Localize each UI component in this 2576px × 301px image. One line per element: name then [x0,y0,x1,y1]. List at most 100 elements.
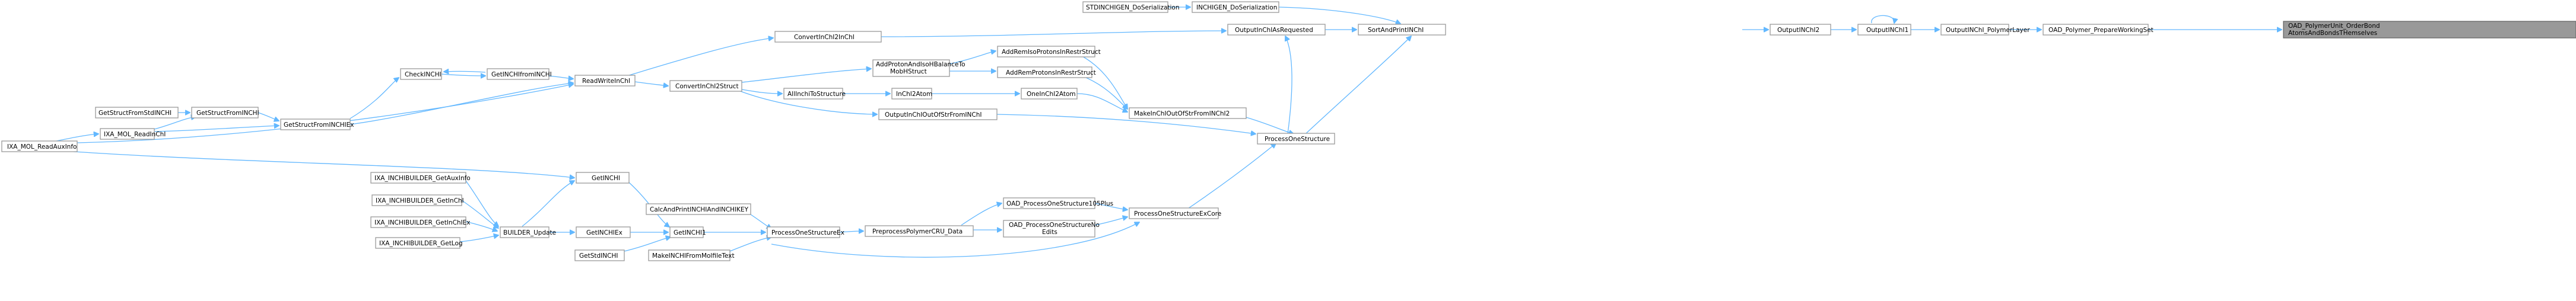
edge-processex-preprocess [839,231,863,232]
node-label: SortAndPrintINChI [1368,27,1424,34]
node-label: AddRemProtonsInRestrStruct [1006,69,1096,76]
node-label: InChI2Atom [896,91,932,98]
node-label: GetINCHIEx [586,229,622,236]
node-oad-processonestructure105plus[interactable]: OAD_ProcessOneStructure105Plus [1003,197,1113,209]
edge-processex-processexcore [771,222,1139,258]
node-convertinchi2inchi[interactable]: ConvertInChI2InChI [774,31,882,43]
node-label: IXA_MOL_ReadInChI [104,131,166,138]
node-addremprotonsinrestrstruct[interactable]: AddRemProtonsInRestrStruct [997,66,1096,78]
node-stdinchigen-doserialization[interactable]: STDINCHIGEN_DoSerialization [1082,1,1180,13]
edge-convertinchi2struct-allinchi [741,89,782,94]
edge-processone-asrequested [1285,36,1292,135]
node-oneinchi2atom[interactable]: OneInChI2Atom [1021,88,1078,100]
nodes: OAD_PolymerUnit_OrderBond AtomsAndBondsT… [1,1,2576,261]
node-ixa-inchibuilder-getinchiex[interactable]: IXA_INCHIBUILDER_GetInChIEx [370,216,471,228]
node-label-line1: AddProtonAndIsoHBalanceTo [876,61,965,68]
node-getinchiex[interactable]: GetINCHIEx [576,226,631,238]
node-ixa-inchibuilder-getinchi[interactable]: IXA_INCHIBUILDER_GetInChI [371,194,464,206]
edge-builder-getinchi [522,181,574,227]
node-label: STDINCHIGEN_DoSerialization [1086,4,1180,11]
node-getstructfromstdinchi[interactable]: GetStructFromStdINCHI [95,107,179,119]
node-processonestructure[interactable]: ProcessOneStructure [1257,133,1335,145]
node-label: BUILDER_Update [503,229,556,236]
node-oad-polymer-prepareworkingset[interactable]: OAD_Polymer_PrepareWorkingSet [2043,24,2153,36]
node-processonestructureexcore[interactable]: ProcessOneStructureExCore [1129,207,1221,219]
edge-getinchi-builder [461,200,498,228]
node-outputinchi2[interactable]: OutputINChI2 [1770,24,1831,36]
node-label: GetINCHI1 [674,229,706,236]
node-label-line1: OAD_ProcessOneStructureNo [1009,222,1100,229]
node-outputinchi-polymerlayer[interactable]: OutputINChI_PolymerLayer [1940,24,2030,36]
edge-getstructex-checkinchi [350,78,399,119]
node-label: ConvertInChI2InChI [794,34,855,41]
edge-readinchi-getstruct [154,117,196,130]
node-label: OneInChI2Atom [1027,91,1076,98]
node-makeinchifrommolfiletext[interactable]: MakeINCHIFromMolfileText [648,249,735,261]
edge-makefrommolfile-processex [729,237,771,252]
node-label: IXA_MOL_ReadAuxInfo [7,143,77,150]
edge-addremiso-makeinchiout [1073,52,1127,109]
node-oad-polymerunit-orderbondatoms[interactable]: OAD_PolymerUnit_OrderBond AtomsAndBondsT… [2283,21,2576,39]
node-label: ReadWriteInChI [582,78,630,85]
node-getstructfrominchi[interactable]: GetStructFromINCHI [191,107,259,119]
edge-getstructex-readwrite [350,83,573,125]
node-label: OutputInChIOutOfStrFromINChI [885,111,982,119]
edge-105plus-processexcore [1094,203,1127,210]
node-label: GetStructFromINCHIEx [284,121,354,129]
edge-addremprotons-makeinchiout [1073,72,1127,109]
node-getinchi[interactable]: GetINCHI [576,172,630,184]
node-label: MakeINCHIFromMolfileText [652,252,735,260]
node-calcandprintinchiandinchikey[interactable]: CalcAndPrintINCHIAndINCHIKEY [646,203,751,215]
node-label: ProcessOneStructureExCore [1134,210,1221,217]
node-ixa-inchibuilder-getauxinfo[interactable]: IXA_INCHIBUILDER_GetAuxInfo [370,172,471,184]
edge-noedits-processexcore [1094,217,1127,226]
edge-readinchi-getstructex [154,126,279,132]
node-label: ProcessOneStructure [1265,136,1330,143]
edge-readauxinfo-readwrite [77,84,573,143]
edge-convertinchi2struct-outputinchiout [735,89,877,114]
node-label-line2: Edits [1042,229,1057,236]
node-processonestructureex[interactable]: ProcessOneStructureEx [767,226,844,238]
node-label: GetStdINCHI [579,252,618,260]
node-builder-update[interactable]: BUILDER_Update [500,226,556,238]
node-getinchi1[interactable]: GetINCHI1 [669,226,706,238]
node-label: GetStructFromStdINCHI [99,110,171,117]
node-convertinchi2struct[interactable]: ConvertInChI2Struct [669,80,742,92]
node-inchigen-doserialization[interactable]: INCHIGEN_DoSerialization [1192,1,1279,13]
node-addremisoprotonsinrestrstruct[interactable]: AddRemIsoProtonsInRestrStruct [997,46,1101,57]
node-label: INCHIGEN_DoSerialization [1196,4,1277,11]
edge-makeinchiout-processone [1246,117,1294,134]
node-getstructfrominchiex[interactable]: GetStructFromINCHIEx [280,119,354,130]
node-outputinchioutofstrfrominchi[interactable]: OutputInChIOutOfStrFromINChI [878,108,998,120]
node-label: IXA_INCHIBUILDER_GetAuxInfo [374,175,471,182]
node-label: IXA_INCHIBUILDER_GetInChIEx [374,219,471,226]
node-getstdinchi[interactable]: GetStdINCHI [574,249,625,261]
node-label: OAD_ProcessOneStructure105Plus [1006,200,1113,207]
edge-inchi1-self [1871,15,1894,23]
node-label: CheckINCHI [405,71,441,78]
node-oad-processonestructurenoedits[interactable]: OAD_ProcessOneStructureNo Edits [1003,220,1100,238]
node-addprotonandisohbalancetomobhstruct[interactable]: AddProtonAndIsoHBalanceTo MobHStruct [872,59,965,77]
node-preprocesspolymercru-data[interactable]: PreprocessPolymerCRU_Data [865,225,974,237]
edge-oneinchi2atom-makeinchiout [1076,93,1127,112]
node-checkinchi[interactable]: CheckINCHI [400,68,442,80]
node-makeinchioutofstrfrominchi2[interactable]: MakeInChIOutOfStrFromINChI2 [1129,107,1247,119]
node-ixa-mol-readauxinfo[interactable]: IXA_MOL_ReadAuxInfo [1,140,78,152]
node-label: IXA_INCHIBUILDER_GetInChI [376,197,464,204]
node-label: GetINCHI [592,175,620,182]
node-inchi2atom[interactable]: InChI2Atom [891,88,932,100]
edge-readwrite-convertinchi2struct [634,81,668,86]
node-outputinchiasrequested[interactable]: OutputInChIAsRequested [1227,24,1326,36]
node-ixa-inchibuilder-getlog[interactable]: IXA_INCHIBUILDER_GetLog [375,237,463,249]
node-label-line2: AtomsAndBondsTHemselves [2288,30,2377,37]
node-readwriteinchi[interactable]: ReadWriteInChI [574,75,636,87]
node-ixa-mol-readinchi[interactable]: IXA_MOL_ReadInChI [100,128,166,140]
node-sortandprintinchi[interactable]: SortAndPrintINChI [1358,24,1446,36]
node-outputinchi1[interactable]: OutputINChI1 [1857,24,1911,36]
edge-getinchifrominchi-readwrite [548,75,573,79]
edge-preprocess-105plus [961,203,1002,226]
node-allinchitostructure[interactable]: AllInchiToStructure [783,88,846,100]
node-getinchifrominchi[interactable]: GetINCHIfromINCHI [487,68,552,80]
edge-getauxinfo-builder [465,180,498,226]
